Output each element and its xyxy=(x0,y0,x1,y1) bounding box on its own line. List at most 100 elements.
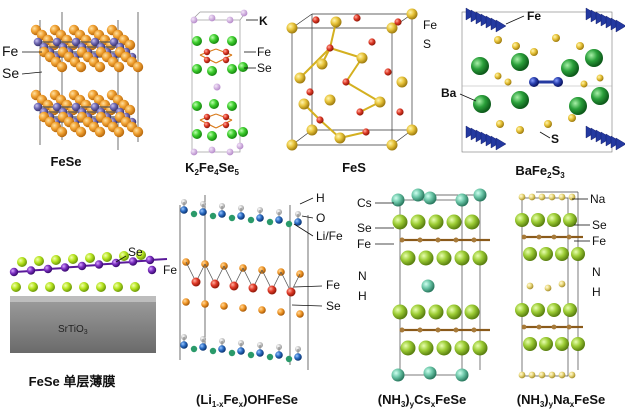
se-atom xyxy=(400,340,416,356)
ba-atom xyxy=(473,95,491,113)
fe-atom xyxy=(90,102,100,112)
s-atom xyxy=(494,72,502,80)
se-atom xyxy=(464,304,480,320)
se-atom xyxy=(531,213,545,227)
substrate-label: SrTiO3 xyxy=(58,324,88,336)
s-atom xyxy=(494,36,502,44)
se-atom xyxy=(523,337,537,351)
se-atom xyxy=(75,61,87,73)
na-atom xyxy=(538,371,546,379)
se-atom xyxy=(296,310,304,318)
fes-structure xyxy=(286,8,418,151)
se-atom xyxy=(571,247,585,261)
k-atom xyxy=(226,16,234,24)
s-atom xyxy=(316,58,328,70)
s-atom xyxy=(386,139,398,151)
se-atom xyxy=(182,298,190,306)
s-atom xyxy=(286,139,298,151)
se-atom xyxy=(94,61,106,73)
se-atom xyxy=(547,303,561,317)
s-atom xyxy=(576,42,584,50)
label-ba: Ba xyxy=(441,86,457,100)
se-atom xyxy=(571,337,585,351)
se-atom xyxy=(94,126,106,138)
panel-k2fe4se5: K Fe Se K2Fe4Se5 xyxy=(185,9,272,177)
nh3csfese-structure xyxy=(391,188,490,382)
fe-atom xyxy=(60,263,70,272)
fe-atom xyxy=(109,102,119,112)
fe-atom xyxy=(33,102,43,112)
label-se: Se xyxy=(357,221,372,235)
se-atom xyxy=(515,213,529,227)
s-atom xyxy=(306,124,318,136)
se-atom xyxy=(11,282,21,292)
fe-atom xyxy=(521,234,527,240)
fe-atom xyxy=(342,78,350,86)
fe-atom xyxy=(394,18,402,26)
se-atom xyxy=(239,304,247,312)
s-atom xyxy=(294,72,306,84)
caption-k2fe4se5: K2Fe4Se5 xyxy=(185,160,239,177)
k-atom xyxy=(213,83,221,91)
caption-nh3csfese: (NH3)yCsxFeSe xyxy=(378,392,467,409)
ba-atom xyxy=(561,59,579,77)
se-atom xyxy=(446,304,462,320)
fe-atom xyxy=(316,116,324,124)
caption-fes: FeS xyxy=(342,160,366,175)
lifeohfese-structure xyxy=(179,195,309,370)
o-atom xyxy=(218,210,226,218)
label-s: S xyxy=(551,132,559,146)
fe-atom xyxy=(222,121,230,129)
li-fe-atom xyxy=(247,351,255,359)
cs-atom xyxy=(423,191,437,205)
se-atom xyxy=(392,304,408,320)
label-h: H xyxy=(316,191,325,205)
fe-atom xyxy=(417,237,423,243)
na-atom xyxy=(528,371,536,379)
o-atom xyxy=(275,351,283,359)
li-fe-atom xyxy=(247,216,255,224)
k-atom xyxy=(208,14,216,22)
panel-lifeohfese: H O Li/Fe Fe Se (Li1-xFex)OHFeSe xyxy=(179,191,343,409)
li-fe-atom xyxy=(285,220,293,228)
s-atom xyxy=(544,120,552,128)
cs-atom xyxy=(473,188,487,202)
se-atom xyxy=(563,213,577,227)
se-atom xyxy=(428,304,444,320)
label-na: Na xyxy=(590,192,606,206)
li-fe-atom xyxy=(285,355,293,363)
panel-nh3csfese: Cs Se Fe N H (NH3)yCsxFeSe xyxy=(357,188,490,409)
fe-atom xyxy=(71,37,81,47)
substrate-block xyxy=(10,301,156,353)
o-atom xyxy=(275,216,283,224)
k-atom xyxy=(190,16,198,24)
se-atom xyxy=(124,39,136,51)
se-atom xyxy=(75,126,87,138)
label-n: N xyxy=(592,265,601,279)
caption-nh3nafese: (NH3)yNaxFeSe xyxy=(517,392,606,409)
nh3nafese-structure xyxy=(515,191,585,379)
s-atom xyxy=(512,42,520,50)
fe-atom xyxy=(471,327,477,333)
fe-atom xyxy=(536,324,542,330)
o-atom xyxy=(180,341,188,349)
fe-atom xyxy=(551,324,557,330)
caption-fese-film: FeSe 单层薄膜 xyxy=(29,374,116,389)
se-atom xyxy=(79,282,89,292)
k-atom xyxy=(240,9,248,17)
li-fe-atom xyxy=(190,345,198,353)
s-atom xyxy=(334,132,346,144)
fe-atom xyxy=(145,255,155,265)
k-atom xyxy=(208,146,216,154)
label-fe: Fe xyxy=(423,18,437,32)
label-n: N xyxy=(358,269,367,283)
label-se: Se xyxy=(2,65,19,81)
s-atom xyxy=(406,124,418,136)
s-atom xyxy=(552,34,560,42)
fe-atom xyxy=(109,37,119,47)
label-se: Se xyxy=(326,299,341,313)
se-atom xyxy=(96,282,106,292)
label-o: O xyxy=(316,211,325,225)
se-atom xyxy=(277,308,285,316)
ba-atom xyxy=(591,87,609,105)
